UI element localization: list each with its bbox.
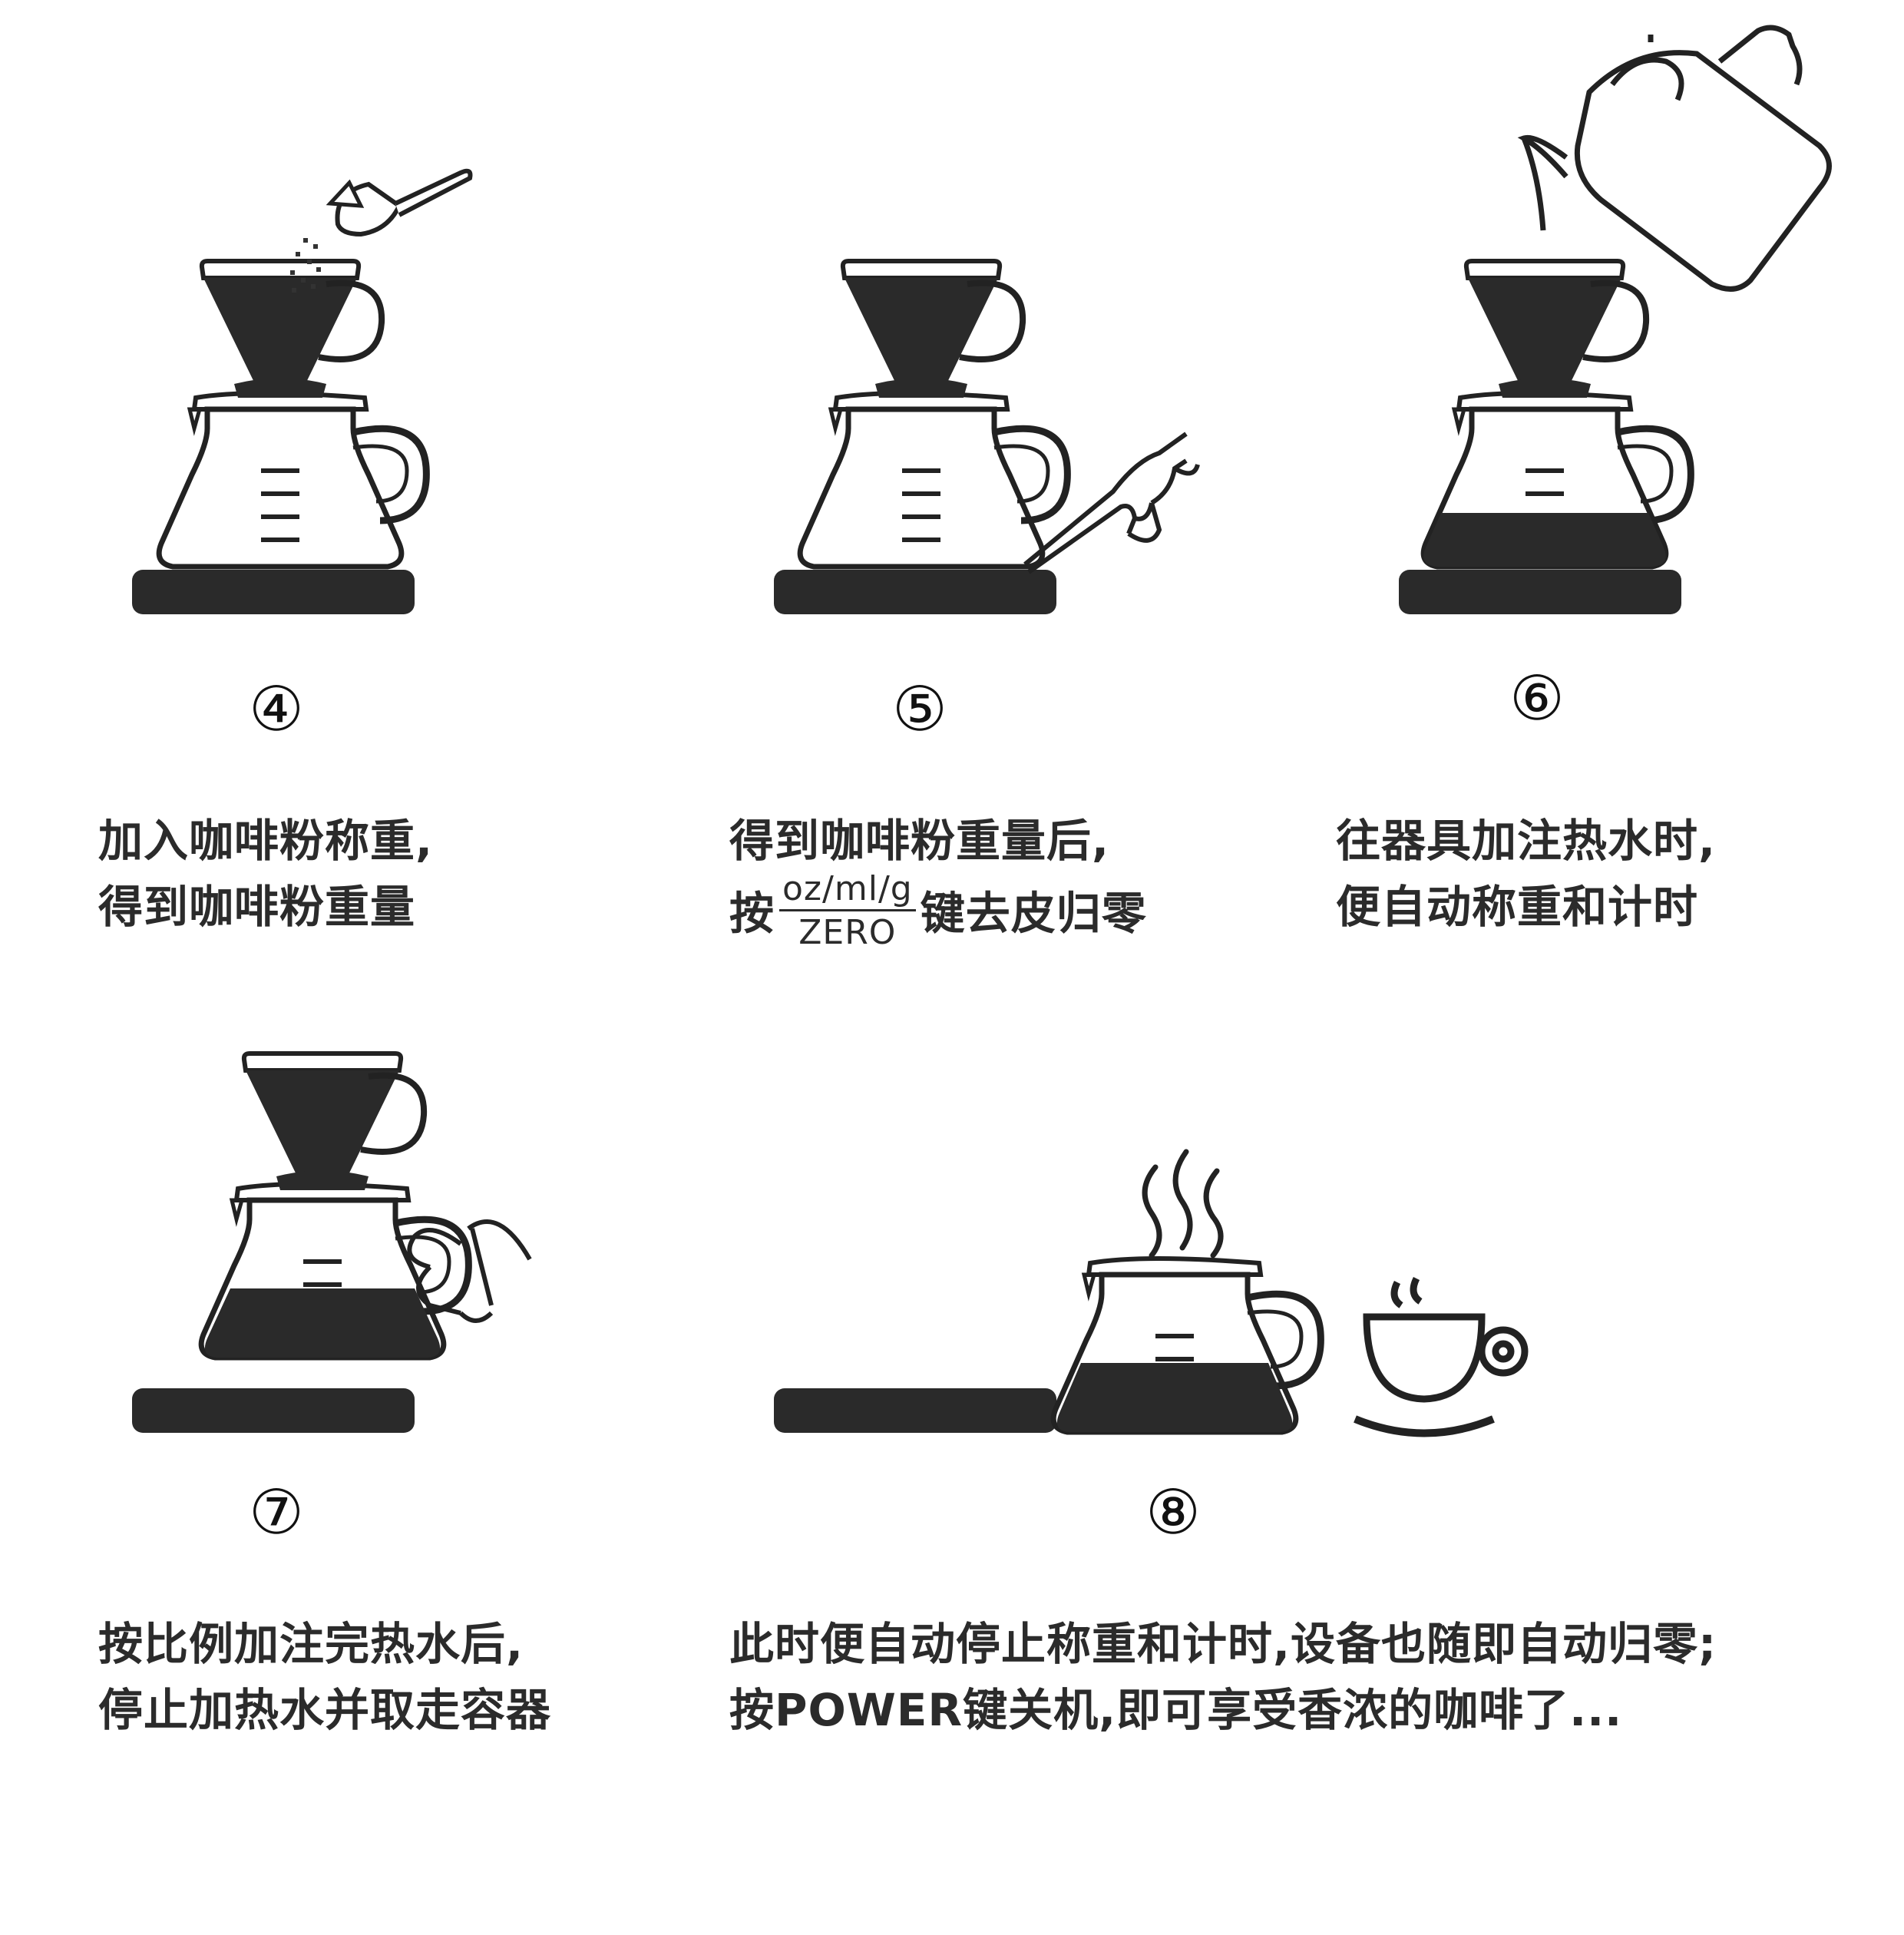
falling-grounds-icon: [290, 238, 321, 293]
coffee-cup-icon: [1354, 1276, 1529, 1437]
kettle-icon: [1517, 25, 1832, 292]
step8-illustration: [774, 1149, 1529, 1437]
scale-pad: [774, 1388, 1056, 1433]
caption-suffix: 键去皮归零: [920, 887, 1147, 940]
scale-pad: [774, 570, 1056, 614]
step-number-8: ⑧: [1145, 1477, 1201, 1548]
step4-illustration: [132, 168, 473, 614]
step-number-6: ⑥: [1509, 663, 1565, 734]
step4-caption: 加入咖啡粉称重, 得到咖啡粉重量: [98, 808, 433, 940]
scale-pad: [132, 1388, 415, 1433]
key-bottom-label: ZERO: [798, 913, 897, 952]
step6-caption: 往器具加注热水时, 便自动称重和计时: [1336, 808, 1716, 940]
scale-pad: [1399, 570, 1681, 614]
step8-caption: 此时便自动停止称重和计时,设备也随即自动归零; 按POWER键关机,即可享受香浓…: [729, 1611, 1717, 1743]
step-number-5: ⑤: [892, 673, 947, 745]
caption-line: 按POWER键关机,即可享受香浓的咖啡了...: [729, 1684, 1623, 1736]
caption-line: 得到咖啡粉重量后,: [729, 815, 1110, 867]
caption-line: 便自动称重和计时: [1336, 881, 1699, 933]
step-number-4: ④: [249, 673, 304, 745]
caption-line: 按比例加注完热水后,: [98, 1618, 524, 1670]
caption-line: 加入咖啡粉称重,: [98, 815, 434, 867]
caption-line: 停止加热水并取走容器: [98, 1684, 552, 1736]
coffee-level: [204, 1288, 441, 1358]
pointing-finger-icon: [1023, 432, 1200, 574]
key-top-label: oz/ml/g: [779, 869, 916, 911]
step7-illustration: [132, 1054, 532, 1433]
caption-prefix: 按: [729, 887, 775, 940]
caption-line: 此时便自动停止称重和计时,设备也随即自动归零;: [729, 1618, 1717, 1670]
step7-caption: 按比例加注完热水后, 停止加热水并取走容器: [98, 1611, 551, 1743]
hand-grip-icon: [407, 1219, 532, 1323]
coffee-scoop-icon: [326, 168, 473, 237]
scale-pad: [132, 570, 415, 614]
caption-line: 往器具加注热水时,: [1336, 815, 1717, 867]
coffee-level: [1423, 513, 1666, 567]
caption-line: 得到咖啡粉重量: [98, 881, 416, 933]
steam-icon: [1142, 1149, 1224, 1259]
step6-illustration: [1399, 25, 1832, 614]
coffee-level: [1056, 1363, 1293, 1432]
step5-illustration: [774, 261, 1200, 614]
step-number-7: ⑦: [249, 1477, 304, 1548]
